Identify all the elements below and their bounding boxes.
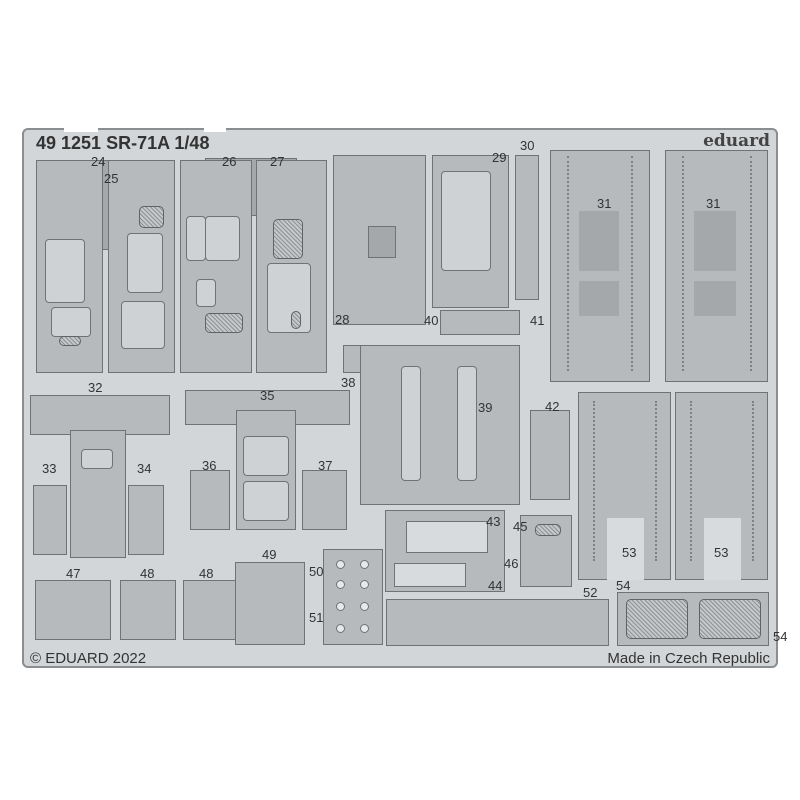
part-45-46 <box>520 515 572 587</box>
part-25 <box>108 160 175 373</box>
part-32 <box>70 430 126 558</box>
part-label: 28 <box>335 312 350 327</box>
part-49 <box>235 562 305 645</box>
part-label: 36 <box>202 458 217 473</box>
part-label: 31 <box>597 196 612 211</box>
part-32-top <box>30 395 170 435</box>
part-47 <box>35 580 111 640</box>
part-label: 53 <box>714 545 729 560</box>
part-42 <box>530 410 570 500</box>
part-label: 48 <box>199 566 214 581</box>
part-35 <box>236 410 296 530</box>
part-30 <box>515 155 539 300</box>
part-label: 32 <box>88 380 103 395</box>
part-label: 53 <box>622 545 637 560</box>
part-label: 41 <box>530 313 545 328</box>
part-50-51 <box>323 549 383 645</box>
part-39 <box>360 345 520 505</box>
part-26 <box>180 160 252 373</box>
part-43-44 <box>385 510 505 592</box>
part-label: 49 <box>262 547 277 562</box>
part-28 <box>333 155 426 325</box>
part-40-41 <box>440 310 520 335</box>
part-label: 51 <box>309 610 324 625</box>
part-48 <box>120 580 176 640</box>
part-label: 48 <box>140 566 155 581</box>
origin-text: Made in Czech Republic <box>607 650 770 667</box>
part-36 <box>190 470 230 530</box>
part-label: 30 <box>520 138 535 153</box>
part-29 <box>432 155 509 308</box>
part-label: 43 <box>486 514 501 529</box>
part-54 <box>617 592 769 646</box>
part-label: 47 <box>66 566 81 581</box>
part-31-right <box>665 150 768 382</box>
part-label: 34 <box>137 461 152 476</box>
part-label: 27 <box>270 154 285 169</box>
copyright-text: © EDUARD 2022 <box>30 650 147 667</box>
part-label: 37 <box>318 458 333 473</box>
part-34 <box>128 485 164 555</box>
part-33 <box>33 485 67 555</box>
part-53-right <box>675 392 768 580</box>
part-31-left <box>550 150 650 382</box>
part-label: 25 <box>104 171 119 186</box>
part-label: 46 <box>504 556 519 571</box>
part-label: 42 <box>545 399 560 414</box>
part-label: 29 <box>492 150 507 165</box>
part-label: 40 <box>424 313 439 328</box>
part-label: 35 <box>260 388 275 403</box>
part-label: 54 <box>773 629 788 644</box>
part-label: 52 <box>583 585 598 600</box>
part-53-left <box>578 392 671 580</box>
part-label: 33 <box>42 461 57 476</box>
part-label: 44 <box>488 578 503 593</box>
part-label: 24 <box>91 154 106 169</box>
part-24 <box>36 160 103 373</box>
part-27 <box>256 160 327 373</box>
part-52 <box>386 599 609 646</box>
part-label: 38 <box>341 375 356 390</box>
part-label: 39 <box>478 400 493 415</box>
part-label: 45 <box>513 519 528 534</box>
part-37 <box>302 470 347 530</box>
part-label: 54 <box>616 578 631 593</box>
part-label: 50 <box>309 564 324 579</box>
part-label: 31 <box>706 196 721 211</box>
brand-logo: eduard <box>703 131 770 151</box>
fret-notch <box>204 127 226 132</box>
part-label: 26 <box>222 154 237 169</box>
fret-notch <box>64 127 98 132</box>
set-title: 49 1251 SR-71A 1/48 <box>36 133 210 153</box>
part-48 <box>183 580 240 640</box>
